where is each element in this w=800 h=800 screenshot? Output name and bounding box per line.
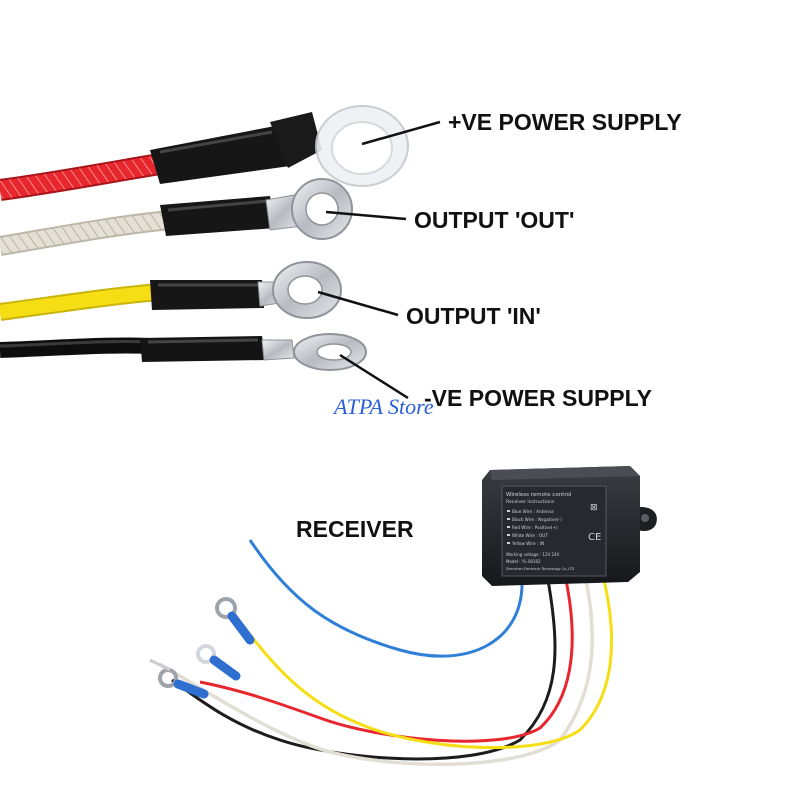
ring-terminal-in: [257, 261, 342, 319]
white-cable: [0, 178, 353, 256]
device-label-panel: [501, 485, 607, 577]
recycle-bin-icon: ⊠: [590, 503, 598, 513]
device-line: Working voltage : 12V 24V: [506, 552, 560, 557]
device-line: Shenzhen Electronic Technology Co.,LTD: [506, 567, 575, 571]
black-cable: [0, 333, 367, 371]
black-wire: [171, 579, 557, 761]
ce-mark: CE: [588, 532, 601, 543]
blue-antenna-wire: [248, 539, 524, 658]
label-receiver: RECEIVER: [296, 516, 414, 542]
ring-terminal-out: [265, 178, 353, 240]
device-title: Wireless remote control: [506, 492, 572, 498]
watermark: ATPA Store: [332, 394, 434, 419]
device-line: Red Wire : Positive(+): [512, 525, 558, 530]
label-pos-supply: +VE POWER SUPPLY: [448, 109, 682, 135]
label-neg-supply: -VE POWER SUPPLY: [424, 385, 652, 411]
receiver-box: Wireless remote control Receiver instruc…: [482, 466, 657, 586]
leader-line-out: [325, 210, 407, 221]
crimp-terminal-white: [196, 644, 241, 681]
device-line: Yellow Wire : IN: [511, 541, 544, 546]
device-line: White Wire : OUT: [512, 533, 548, 538]
label-output-out: OUTPUT 'OUT': [414, 207, 574, 233]
ring-terminal-pos: [315, 105, 409, 187]
leader-line-in: [317, 290, 399, 317]
crimp-terminal-red: [158, 668, 209, 699]
red-wire: [199, 579, 574, 743]
red-cable: [0, 105, 409, 201]
yellow-cable: [0, 261, 342, 321]
label-output-in: OUTPUT 'IN': [406, 303, 541, 329]
device-line: Black Wire : Negative(-): [512, 517, 562, 522]
receiver-wires: [159, 539, 614, 767]
leader-line-pos: [361, 120, 441, 146]
yellow-wire: [238, 579, 614, 750]
device-subtitle: Receiver instructions: [506, 499, 555, 505]
ring-terminal-neg: [261, 333, 367, 371]
device-line: Blue Wire : Antenna: [512, 509, 554, 514]
crimp-terminal-yellow: [215, 597, 255, 645]
device-line: Model : YL-00302: [506, 559, 541, 564]
crimp-terminal-black: [149, 658, 171, 672]
leader-line-neg: [339, 353, 409, 400]
white-wire: [159, 579, 594, 767]
